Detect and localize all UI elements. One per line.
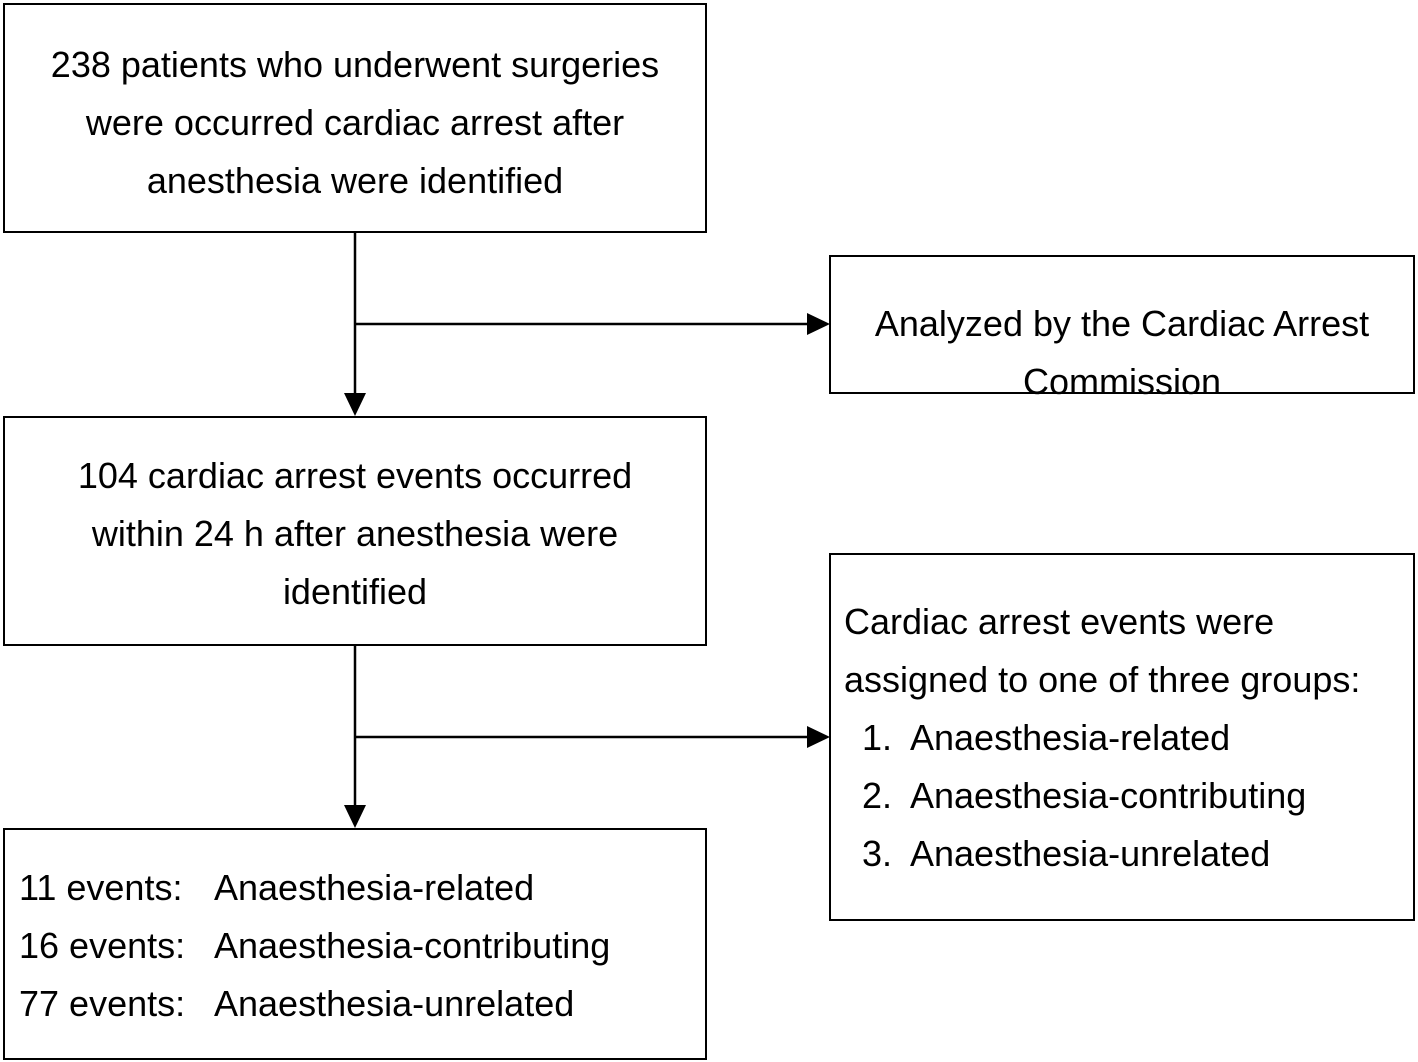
result-count: 16 events: xyxy=(19,925,186,966)
result-count: 77 events: xyxy=(19,983,186,1024)
box-event-results: 11 events: Anaesthesia-related 16 events:… xyxy=(3,828,707,1060)
arrowhead-right-groups xyxy=(807,726,830,748)
group-item-number: 3. xyxy=(861,833,892,874)
group-item-label: Anaesthesia-contributing xyxy=(910,775,1307,816)
result-row: 77 events: Anaesthesia-unrelated xyxy=(19,975,705,1033)
box-commission-line-1: Analyzed by the Cardiac Arrest xyxy=(874,303,1370,344)
box-groups-intro-1: Cardiac arrest events were xyxy=(844,601,1275,642)
result-count: 11 events: xyxy=(19,867,183,908)
result-row: 16 events: Anaesthesia-contributing xyxy=(19,917,705,975)
arrowhead-down-results xyxy=(344,805,366,828)
box-events-24h: 104 cardiac arrest events occurred withi… xyxy=(3,416,707,646)
result-row: 11 events: Anaesthesia-related xyxy=(19,859,705,917)
result-label: Anaesthesia-related xyxy=(214,867,535,908)
result-label: Anaesthesia-unrelated xyxy=(214,983,575,1024)
group-item-number: 2. xyxy=(861,775,892,816)
box-events-line-2: within 24 h after anesthesia were xyxy=(91,513,619,554)
group-item: 3. Anaesthesia-unrelated xyxy=(844,825,1413,883)
box-commission-line-2: Commission xyxy=(1022,361,1222,402)
box-commission-analysis: Analyzed by the Cardiac Arrest Commissio… xyxy=(829,255,1415,402)
box-patients-line-3: anesthesia were identified xyxy=(146,160,564,201)
arrowhead-right-commission xyxy=(807,313,830,335)
result-label: Anaesthesia-contributing xyxy=(214,925,611,966)
box-group-assignment: Cardiac arrest events were assigned to o… xyxy=(829,553,1415,921)
group-item-label: Anaesthesia-related xyxy=(910,717,1231,758)
box-events-line-3: identified xyxy=(282,571,428,612)
box-groups-intro-2: assigned to one of three groups: xyxy=(844,659,1361,700)
box-patients-identified: 238 patients who underwent surgeries wer… xyxy=(3,3,707,233)
group-item: 2. Anaesthesia-contributing xyxy=(844,767,1413,825)
group-item: 1. Anaesthesia-related xyxy=(844,709,1413,767)
group-item-number: 1. xyxy=(861,717,892,758)
box-patients-line-1: 238 patients who underwent surgeries xyxy=(50,44,660,85)
box-patients-line-2: were occurred cardiac arrest after xyxy=(85,102,625,143)
box-events-line-1: 104 cardiac arrest events occurred xyxy=(77,455,633,496)
arrowhead-down-events xyxy=(344,393,366,416)
group-item-label: Anaesthesia-unrelated xyxy=(910,833,1271,874)
